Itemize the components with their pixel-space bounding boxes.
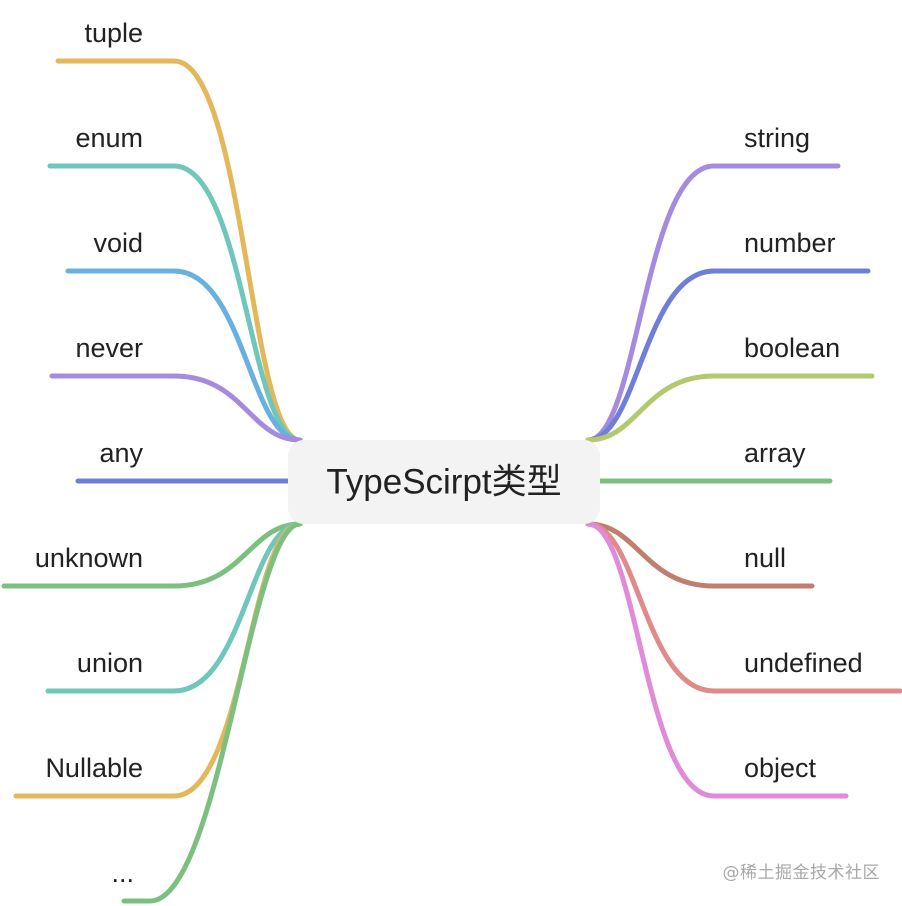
right-branch-line-6 xyxy=(585,521,849,799)
watermark-text: @稀土掘金技术社区 xyxy=(722,863,880,883)
right-branch-4[interactable]: null xyxy=(744,543,786,573)
left-branch-4[interactable]: any xyxy=(99,438,143,468)
branch-line-3 xyxy=(49,373,303,443)
root-node-label: TypeScirpt类型 xyxy=(326,463,561,502)
right-branch-line-1 xyxy=(585,268,871,443)
branch-lines xyxy=(1,58,902,904)
left-branch-0[interactable]: tuple xyxy=(84,18,143,48)
branch-line-1 xyxy=(47,163,303,443)
left-branch-5[interactable]: unknown xyxy=(35,543,143,573)
right-branch-line-5 xyxy=(585,521,902,694)
branch-line-2 xyxy=(65,268,303,443)
root-node-box xyxy=(288,440,600,524)
right-branch-6[interactable]: object xyxy=(744,753,817,783)
right-branch-3[interactable]: array xyxy=(744,438,806,468)
left-branch-7[interactable]: Nullable xyxy=(45,753,143,783)
right-branch-5[interactable]: undefined xyxy=(744,648,863,678)
right-branch-line-0 xyxy=(585,163,841,443)
left-branch-3[interactable]: never xyxy=(75,333,143,363)
right-branch-1[interactable]: number xyxy=(744,228,836,258)
branch-line-6 xyxy=(45,521,303,694)
branch-labels: tuple enum void never any unknown unionNullabl… xyxy=(35,18,863,888)
left-branch-8[interactable]: ... xyxy=(111,858,134,888)
left-branch-2[interactable]: void xyxy=(93,228,143,258)
left-branch-1[interactable]: enum xyxy=(75,123,143,153)
branch-line-5 xyxy=(1,521,303,589)
left-branch-6[interactable]: union xyxy=(77,648,143,678)
root-node[interactable]: TypeScirpt类型 xyxy=(288,440,600,524)
right-branch-0[interactable]: string xyxy=(744,123,810,153)
right-branch-line-4 xyxy=(585,521,815,589)
right-branch-line-2 xyxy=(585,373,875,443)
branch-line-0 xyxy=(55,58,303,443)
right-branch-2[interactable]: boolean xyxy=(744,333,840,363)
branch-line-8 xyxy=(121,521,303,904)
